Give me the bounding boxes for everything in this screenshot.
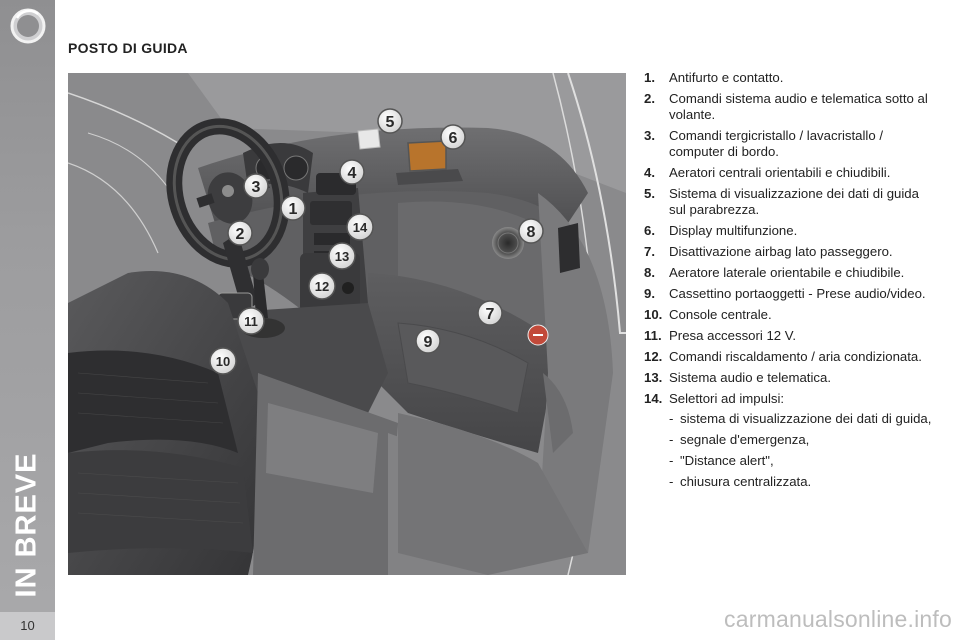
svg-text:7: 7 [486,306,495,323]
legend-item: 10. Console centrale. [644,307,934,323]
svg-text:3: 3 [252,179,261,196]
legend-text: Comandi tergicristallo / lavacristallo /… [669,128,884,159]
legend-item: 1. Antifurto e contatto. [644,70,934,86]
sub-item: -sistema di visualizzazione dei dati di … [669,411,934,427]
legend-number: 1. [644,70,655,85]
svg-text:9: 9 [424,334,433,351]
legend-text: Antifurto e contatto. [669,70,784,85]
svg-text:2: 2 [236,226,245,243]
legend-number: 5. [644,186,655,201]
callout-13: 13 [328,242,356,270]
svg-text:1: 1 [289,201,298,218]
legend-item: 14. Selettori ad impulsi: -sistema di vi… [644,391,934,495]
legend-text-selectors: Selettori ad impulsi: [669,391,785,406]
watermark: carmanualsonline.info [724,606,952,632]
legend-text: Sistema di visualizzazione dei dati di g… [669,186,919,217]
legend-item: 9. Cassettino portaoggetti - Prese audio/… [644,286,934,302]
legend-item: 3. Comandi tergicristallo / lavacristallo… [644,128,934,160]
sidebar: IN BREVE 10 [0,0,55,640]
callout-6: 6 [440,124,466,150]
selector-sublist: -sistema di visualizzazione dei dati di … [669,411,934,490]
legend-text: Cassettino portaoggetti - Prese audio/vi… [669,286,926,301]
legend-number: 12. [644,349,663,364]
svg-text:8: 8 [527,224,536,241]
legend-text: Console centrale. [669,307,772,322]
callout-3: 3 [243,173,269,199]
legend-item: 13. Sistema audio e telematica. [644,370,934,386]
legend-number: 6. [644,223,655,238]
svg-text:12: 12 [315,279,329,294]
legend-item: 12. Comandi riscaldamento / aria condizio… [644,349,934,365]
sub-text: chiusura centralizzata. [680,474,812,489]
legend-text: Disattivazione airbag lato passeggero. [669,244,893,259]
legend-text: Presa accessori 12 V. [669,328,797,343]
sub-dash: - [669,411,674,426]
legend-number: 13. [644,370,663,385]
sub-item: -segnale d'emergenza, [669,432,934,448]
callout-1: 1 [280,195,306,221]
legend-item: 6. Display multifunzione. [644,223,934,239]
legend-text: Comandi riscaldamento / aria condizionat… [669,349,922,364]
legend-number: 2. [644,91,655,106]
callout-9: 9 [415,328,441,354]
sub-text: segnale d'emergenza, [680,432,810,447]
svg-text:13: 13 [335,249,349,264]
legend-item: 7. Disattivazione airbag lato passeggero. [644,244,934,260]
legend-item: 4. Aeratori centrali orientabili e chiudi… [644,165,934,181]
legend-text: Comandi sistema audio e telematica sotto… [669,91,928,122]
legend-text: Selettori ad impulsi: -sistema di visual… [669,391,934,495]
svg-text:5: 5 [386,114,395,131]
svg-text:6: 6 [449,130,458,147]
car-interior-drivers-seat-illustration: 1 2 3 4 5 6 7 8 9 10 11 12 13 14 [68,73,626,575]
section-tab: IN BREVE [0,445,55,605]
legend-item: 8. Aeratore laterale orientabile e chiudi… [644,265,934,281]
callout-4: 4 [339,159,365,185]
svg-text:4: 4 [348,165,357,182]
svg-text:14: 14 [353,220,368,235]
sub-text: "Distance alert", [680,453,774,468]
legend-number: 14. [644,391,663,406]
legend-item: 11. Presa accessori 12 V. [644,328,934,344]
legend-text: Display multifunzione. [669,223,798,238]
legend-item: 5. Sistema di visualizzazione dei dati di… [644,186,934,218]
legend-text: Aeratore laterale orientabile e chiudibi… [669,265,905,280]
callout-10: 10 [209,347,237,375]
callout-14: 14 [346,213,374,241]
car-interior-illustration: 1 2 3 4 5 6 7 8 9 10 11 12 13 14 [68,73,626,575]
callout-5: 5 [377,108,403,134]
legend-number: 4. [644,165,655,180]
legend-number: 10. [644,307,663,322]
callout-12: 12 [308,272,336,300]
circle-ring-logo-icon [10,8,46,44]
svg-text:10: 10 [216,354,230,369]
sub-dash: - [669,453,674,468]
legend-list: 1. Antifurto e contatto. 2. Comandi sistem… [644,70,934,500]
sub-text: sistema di visualizzazione dei dati di g… [680,411,932,426]
callout-8: 8 [518,218,544,244]
legend-number: 11. [644,328,662,343]
legend-item: 2. Comandi sistema audio e telematica sot… [644,91,934,123]
legend-number: 8. [644,265,655,280]
legend-text: Aeratori centrali orientabili e chiudibi… [669,165,891,180]
section-label: IN BREVE [10,452,43,598]
page-number: 10 [0,612,55,640]
sub-dash: - [669,474,674,489]
sub-item: -chiusura centralizzata. [669,474,934,490]
sub-dash: - [669,432,674,447]
sub-item: -"Distance alert", [669,453,934,469]
callout-7: 7 [477,300,503,326]
callout-markers: 1 2 3 4 5 6 7 8 9 10 11 12 13 14 [209,108,544,375]
legend-number: 3. [644,128,655,143]
legend-number: 7. [644,244,655,259]
legend-number: 9. [644,286,655,301]
svg-text:11: 11 [244,314,258,329]
callout-11: 11 [237,307,265,335]
page-title: POSTO DI GUIDA [68,40,188,56]
callout-2: 2 [227,220,253,246]
legend-text: Sistema audio e telematica. [669,370,831,385]
